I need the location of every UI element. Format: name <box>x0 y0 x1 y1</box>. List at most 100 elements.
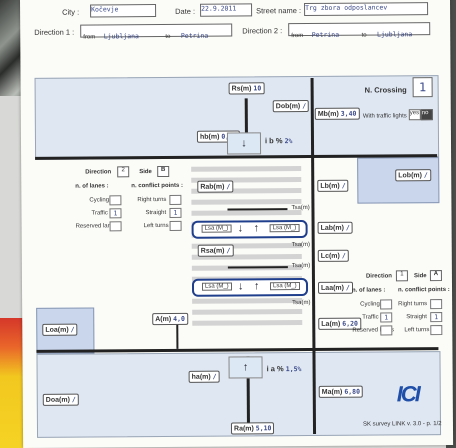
rsa-field[interactable]: Rsa(m) / <box>197 244 234 257</box>
arrow-up-icon: ↑ <box>253 222 260 235</box>
panel-b-straight-box[interactable]: 1 <box>169 207 182 218</box>
panel-b-side-value[interactable]: B <box>157 165 170 178</box>
tsa-label-4: Tsa(m) <box>292 299 311 307</box>
ra-field[interactable]: Ra(m) 5,10 <box>230 422 275 435</box>
panel-b-cycling-label: Cycling <box>89 197 110 204</box>
arrow-down-icon: ↓ <box>237 280 244 293</box>
panel-b-reserved-box[interactable] <box>109 221 122 232</box>
lsa-label-1: Lsa (M_) <box>201 224 232 233</box>
panel-a-traffic-label: Traffic <box>362 314 379 321</box>
city-field[interactable]: Kočevje <box>90 4 157 18</box>
panel-direction-2: Direction 2 Side B n. of lanes : n. conf… <box>75 165 186 240</box>
lsa-label-2: Lsa (M_) <box>269 224 300 233</box>
ia-label: i a % 1,5% <box>266 364 302 374</box>
crossing-title: N. Crossing <box>364 85 407 95</box>
direction2-field[interactable]: from Petrina to Ljubljana <box>288 22 431 40</box>
loa-field[interactable]: Loa(m) / <box>42 323 78 336</box>
ha-direction-box: ↑ <box>228 356 263 379</box>
panel-a-right-label: Right turns <box>398 301 428 308</box>
mb-field[interactable]: Mb(m) 3,40 <box>314 107 360 120</box>
doa-field[interactable]: Doa(m) / <box>42 393 79 406</box>
panel-b-straight-label: Straight <box>145 209 167 217</box>
street-field[interactable]: Trg zbora odposlancev <box>304 2 429 17</box>
direction1-from-label: from <box>83 34 96 41</box>
direction2-to-value: Ljubljana <box>377 30 413 39</box>
city-label: City : <box>62 7 80 17</box>
direction2-to-label: to <box>361 32 367 39</box>
panel-a-cycling-label: Cycling <box>360 301 380 308</box>
lb-field[interactable]: Lb(m) / <box>317 179 349 192</box>
ma-field[interactable]: Ma(m) 6,80 <box>318 385 364 398</box>
panel-b-right-box[interactable] <box>169 194 182 205</box>
panel-a-straight-label: Straight <box>406 314 427 321</box>
tsa-label-2: Tsa(m) <box>291 241 311 249</box>
panel-b-direction-label: Direction <box>85 169 112 176</box>
panel-a-cycling-box[interactable] <box>380 299 393 310</box>
version-label: SK survey LINK v. 3.0 - p. 1/2 <box>362 421 442 428</box>
direction2-from-value: Petrina <box>311 30 340 39</box>
rab-field[interactable]: Rab(m) / <box>197 180 234 193</box>
panel-a-left-box[interactable] <box>430 325 443 336</box>
dob-field[interactable]: Dob(m) / <box>272 99 310 113</box>
panel-a-traffic-box[interactable]: 1 <box>380 312 393 323</box>
lc-field[interactable]: Lc(m) / <box>317 249 349 262</box>
panel-b-side-label: Side <box>139 169 152 176</box>
panel-b-cycling-box[interactable] <box>109 195 122 206</box>
arrow-down-icon: ↓ <box>237 222 244 235</box>
panel-b-traffic-label: Traffic <box>91 210 108 217</box>
panel-a-left-label: Left turns <box>404 327 430 334</box>
panel-b-left-label: Left turns <box>143 222 169 230</box>
panel-a-reserved-box[interactable] <box>380 325 393 336</box>
tsa-label-3: Tsa(m) <box>291 262 311 270</box>
arrow-up-icon: ↑ <box>242 361 249 374</box>
direction2-from-label: from <box>291 33 304 40</box>
panel-a-direction-value[interactable]: 1 <box>395 270 408 282</box>
a-field[interactable]: A(m) 4,0 <box>152 312 188 326</box>
panel-a-side-value[interactable]: A <box>429 270 442 282</box>
lab-field[interactable]: Lab(m) / <box>317 221 353 234</box>
rab-line <box>227 208 288 211</box>
tsa-label-1: Tsa(m) <box>291 204 310 212</box>
lob-field[interactable]: Lob(m) / <box>395 169 431 182</box>
lsa-label-4: Lsa (M_) <box>269 282 300 291</box>
panel-b-right-label: Right turns <box>137 196 167 204</box>
panel-b-lanes-label: n. of lanes : <box>75 183 109 190</box>
traffic-lights-label: With traffic lights <box>362 113 407 120</box>
street-label: Street name : <box>256 6 302 16</box>
ici-logo: ICI <box>396 381 419 407</box>
lsa-label-3: Lsa (M_) <box>201 282 232 291</box>
panel-b-conflict-label: n. conflict points : <box>131 182 183 190</box>
hb-direction-box: ↓ <box>226 132 262 155</box>
panel-a-lanes-label: n. of lanes : <box>352 287 386 294</box>
traffic-lights-no[interactable]: no <box>420 109 433 121</box>
panel-b-direction-value[interactable]: 2 <box>117 166 130 178</box>
laa-field[interactable]: Laa(m) / <box>317 281 353 294</box>
panel-a-direction-label: Direction <box>365 273 392 280</box>
lane-indicator-bottom: Lsa (M_) ↓ ↑ Lsa (M_) <box>191 277 309 297</box>
direction1-to-label: to <box>165 33 171 40</box>
arrow-up-icon: ↑ <box>253 280 260 293</box>
arrow-down-icon: ↓ <box>241 137 247 150</box>
direction1-from-value: Ljubljana <box>103 32 139 41</box>
panel-a-right-box[interactable] <box>430 299 443 310</box>
panel-a-conflict-label: n. conflict points : <box>398 287 450 294</box>
date-field[interactable]: 22.9.2011 <box>200 3 253 17</box>
ib-label: i b % 2% <box>264 136 293 146</box>
date-label: Date : <box>175 6 196 16</box>
lane-indicator-top: Lsa (M_) ↓ ↑ Lsa (M_) <box>191 219 308 239</box>
direction1-field[interactable]: from Ljubljana to Petrina <box>80 23 233 41</box>
direction1-to-value: Petrina <box>180 31 209 40</box>
ha-field[interactable]: ha(m) / <box>188 370 220 383</box>
direction1-label: Direction 1 : <box>34 27 75 37</box>
panel-direction-1: Direction 1 Side A n. of lanes : n. conf… <box>352 269 450 344</box>
rs-field[interactable]: Rs(m) 10 <box>228 82 265 95</box>
traffic-lights-yes[interactable]: yes <box>408 109 421 121</box>
a-dimension-line <box>176 324 179 349</box>
panel-b-traffic-box[interactable]: 1 <box>109 208 122 219</box>
crossing-number[interactable]: 1 <box>412 77 433 98</box>
panel-b-left-box[interactable] <box>169 220 182 231</box>
direction2-label: Direction 2 : <box>242 26 283 36</box>
rsa-line <box>227 266 288 269</box>
panel-a-side-label: Side <box>413 273 427 280</box>
panel-a-straight-box[interactable]: 1 <box>430 312 443 323</box>
